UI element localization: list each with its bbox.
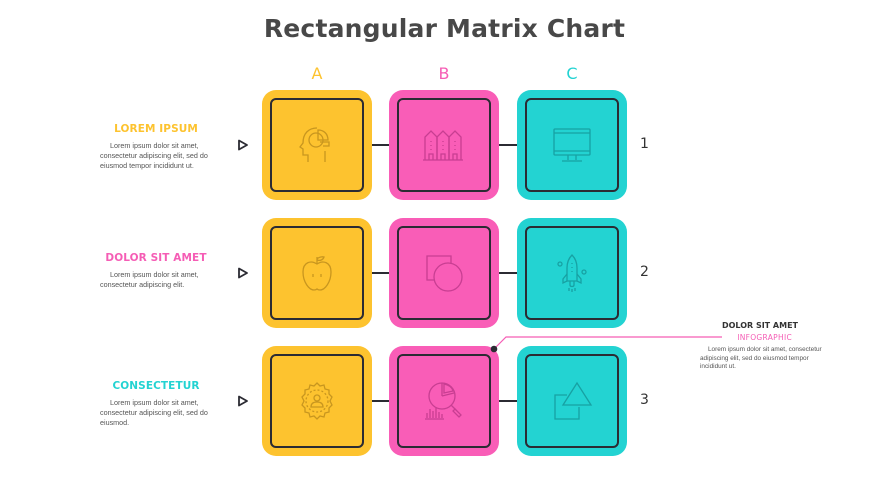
cell-frame [525,98,619,192]
row-description: Lorem ipsum dolor sit amet, consectetur … [100,270,199,289]
cell-frame [397,226,491,320]
cell-frame [525,226,619,320]
callout-description: Lorem ipsum dolor sit amet, consectetur … [700,346,822,371]
column-label-b: B [438,64,450,83]
matrix-cell-a2[interactable] [262,218,372,328]
row-number-2: 2 [640,264,649,280]
callout-subheading: INFOGRAPHIC [737,333,792,342]
play-arrow-icon [238,267,248,279]
cell-frame [397,98,491,192]
connector-line [361,272,399,274]
connector-line [361,400,399,402]
play-arrow-icon [238,395,248,407]
row-label-2: DOLOR SIT AMET Lorem ipsum dolor sit ame… [100,252,212,290]
row-label-1: LOREM IPSUM Lorem ipsum dolor sit amet, … [100,123,212,170]
callout-annotation: DOLOR SIT AMET INFOGRAPHIC Lorem ipsum d… [700,321,825,372]
row-description: Lorem ipsum dolor sit amet, consectetur … [100,398,208,427]
row-heading: LOREM IPSUM [114,123,198,135]
connector-line [489,144,527,146]
row-heading: DOLOR SIT AMET [105,252,207,264]
column-label-a: A [311,64,323,83]
connector-line [489,400,527,402]
matrix-cell-c1[interactable] [517,90,627,200]
matrix-cell-b2[interactable] [389,218,499,328]
row-heading: CONSECTETUR [112,380,200,392]
shapes-square-circle-icon [426,255,463,292]
row-number-3: 3 [640,392,649,408]
cell-frame [397,354,491,448]
row-description: Lorem ipsum dolor sit amet, consectetur … [100,141,208,170]
matrix-cell-c3[interactable] [517,346,627,456]
matrix-cell-a3[interactable] [262,346,372,456]
column-label-c: C [566,64,578,83]
cell-frame [270,354,364,448]
shapes-square-triangle-icon [554,381,593,420]
cell-frame [270,98,364,192]
monitor-icon [553,128,591,162]
rocket-icon [557,254,587,292]
apple-icon [302,256,332,291]
connector-line [361,144,399,146]
connector-line [489,272,527,274]
buildings-icon [423,130,463,161]
badge-user-icon [301,382,333,420]
matrix-cell-a1[interactable] [262,90,372,200]
callout-heading: DOLOR SIT AMET [721,321,798,330]
matrix-cell-b3[interactable] [389,346,499,456]
head-chart-icon [299,127,330,162]
callout-leader-line [490,336,722,353]
cell-frame [525,354,619,448]
chart-title: Rectangular Matrix Chart [263,14,626,43]
matrix-cell-b1[interactable] [389,90,499,200]
matrix-cell-c2[interactable] [517,218,627,328]
row-number-1: 1 [640,136,649,152]
play-arrow-icon [238,139,248,151]
cell-frame [270,226,364,320]
row-label-3: CONSECTETUR Lorem ipsum dolor sit amet, … [100,380,212,427]
pie-chart-search-icon [425,382,462,420]
